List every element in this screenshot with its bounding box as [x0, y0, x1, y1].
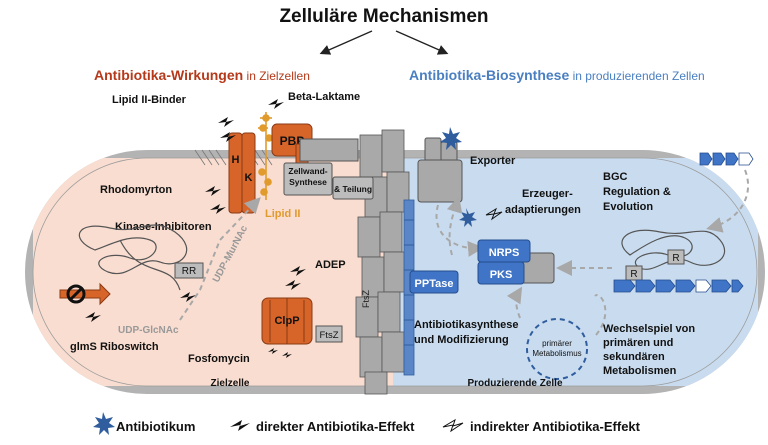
legend-star-icon	[93, 412, 115, 435]
label-erzeuger-2: adaptierungen	[505, 204, 581, 216]
legend-direct-bolt-icon	[230, 420, 250, 431]
title-arrow-right	[395, 30, 449, 55]
left-header-main: Antibiotika-Wirkungen	[94, 67, 243, 83]
label-primaer-2: Metabolismus	[532, 349, 581, 358]
primary-metabolism-circle	[526, 318, 588, 380]
title-arrow-left	[319, 30, 373, 55]
label-lipid2: Lipid II	[265, 208, 300, 220]
left-header: Antibiotika-Wirkungen in Zielzellen	[94, 67, 310, 83]
antibiotic-star-intracellular	[459, 208, 477, 227]
export-path-arrow	[435, 204, 484, 257]
label-k: K	[245, 172, 253, 184]
label-r1: R	[630, 269, 637, 280]
legend: Antibiotikum direkter Antibiotika-Effekt…	[93, 412, 641, 435]
wall-brick	[359, 134, 383, 178]
ftsz-box	[315, 325, 343, 343]
ftsz-wall-label: FtsZ	[361, 290, 371, 308]
label-antibiotikasynthese: Antibiotikasynthese	[414, 319, 519, 331]
label-modifizierung: und Modifizierung	[414, 334, 509, 346]
bgc-gene-cluster	[613, 279, 744, 293]
exporter-protein	[417, 137, 463, 203]
lipid2-molecules	[258, 112, 273, 200]
regulator-box-1	[625, 265, 643, 281]
label-zellwand-2: Synthese	[289, 177, 327, 187]
histidine-kinase-h	[228, 132, 243, 214]
block-icon	[66, 284, 86, 304]
figure-title: Zelluläre Mechanismen	[279, 6, 488, 27]
zellwand-synthese-box	[283, 162, 333, 196]
label-kinase-inhibitoren: Kinase-Inhibitoren	[115, 221, 212, 233]
label-rr: RR	[182, 266, 196, 277]
wall-complex-top	[299, 138, 359, 162]
label-teilung: & Teilung	[334, 184, 372, 194]
legend-indirect-bolt-icon	[442, 418, 464, 433]
label-primaer-1: primärer	[542, 339, 572, 348]
label-r2: R	[672, 253, 679, 264]
label-adep: ADEP	[315, 259, 346, 271]
label-pptase: PPTase	[415, 278, 454, 290]
label-produzierende-zelle: Produzierende Zelle	[467, 378, 562, 389]
dna-producer	[621, 229, 726, 270]
label-lipid2-binder: Lipid II-Binder	[112, 94, 187, 106]
bolt-kinase	[210, 204, 226, 214]
label-zielzelle: Zielzelle	[211, 378, 250, 389]
bgc-evolution-arrow	[706, 169, 750, 233]
bolt-adep-1	[290, 266, 306, 276]
pptase-enzyme	[409, 270, 459, 294]
label-fosfomycin: Fosfomycin	[188, 353, 250, 365]
label-bgc-evolution: Evolution	[603, 201, 653, 213]
antibiotic-star-exporter	[440, 127, 462, 150]
bolt-beta-laktame	[268, 99, 284, 109]
label-ftsz-box: FtsZ	[320, 330, 339, 341]
left-header-sub: in Zielzellen	[243, 69, 310, 83]
label-glms-riboswitch: glmS Riboswitch	[70, 341, 159, 353]
label-beta-laktame: Beta-Laktame	[288, 91, 360, 103]
label-rhodomyrton: Rhodomyrton	[100, 184, 172, 196]
bolt-erzeuger-indirect	[485, 207, 503, 221]
label-erzeuger-1: Erzeuger-	[522, 188, 573, 200]
label-pks: PKS	[490, 269, 513, 281]
dna-target	[78, 224, 188, 291]
clpp-complex	[261, 297, 313, 345]
legend-indirekt: indirekter Antibiotika-Effekt	[470, 419, 641, 434]
septum-wall	[355, 129, 410, 395]
right-header: Antibiotika-Biosynthese in produzierende…	[409, 67, 705, 83]
label-clpp: ClpP	[274, 315, 299, 327]
direct-effect-bolts	[85, 99, 503, 322]
label-sekundaeren: sekundären	[603, 351, 665, 363]
label-exporter: Exporter	[470, 155, 516, 167]
teilung-box	[332, 176, 374, 200]
label-nrps: NRPS	[489, 247, 520, 259]
rr-box	[174, 262, 204, 279]
label-wechselspiel: Wechselspiel von	[603, 323, 695, 335]
label-primaeren: primären und	[603, 337, 673, 349]
udp-pathway-arrow	[179, 197, 261, 321]
bolt-fosfomycin	[180, 292, 196, 302]
pks-enzyme	[477, 261, 525, 285]
label-metabolismen: Metabolismen	[603, 365, 677, 377]
bolt-adep-2	[285, 280, 301, 290]
right-header-main: Antibiotika-Biosynthese	[409, 67, 569, 83]
right-header-sub: in produzierenden Zellen	[569, 69, 704, 83]
label-zellwand-1: Zellwand-	[288, 166, 327, 176]
label-udp-glcnac: UDP-GlcNAc	[118, 325, 179, 336]
bolt-lipid2-binder-2	[220, 132, 236, 142]
bolt-glms	[85, 312, 101, 322]
label-bgc: BGC	[603, 171, 628, 183]
bgc-gene-arrows-exported	[699, 152, 754, 166]
label-h: H	[232, 154, 240, 166]
label-bgc-regulation: Regulation &	[603, 186, 671, 198]
legend-antibiotikum: Antibiotikum	[116, 419, 195, 434]
bolt-lipid2-binder	[218, 117, 234, 127]
legend-direkt: direkter Antibiotika-Effekt	[256, 419, 415, 434]
regulator-box-2	[667, 249, 685, 265]
bolt-rhodomyrton	[205, 186, 221, 196]
